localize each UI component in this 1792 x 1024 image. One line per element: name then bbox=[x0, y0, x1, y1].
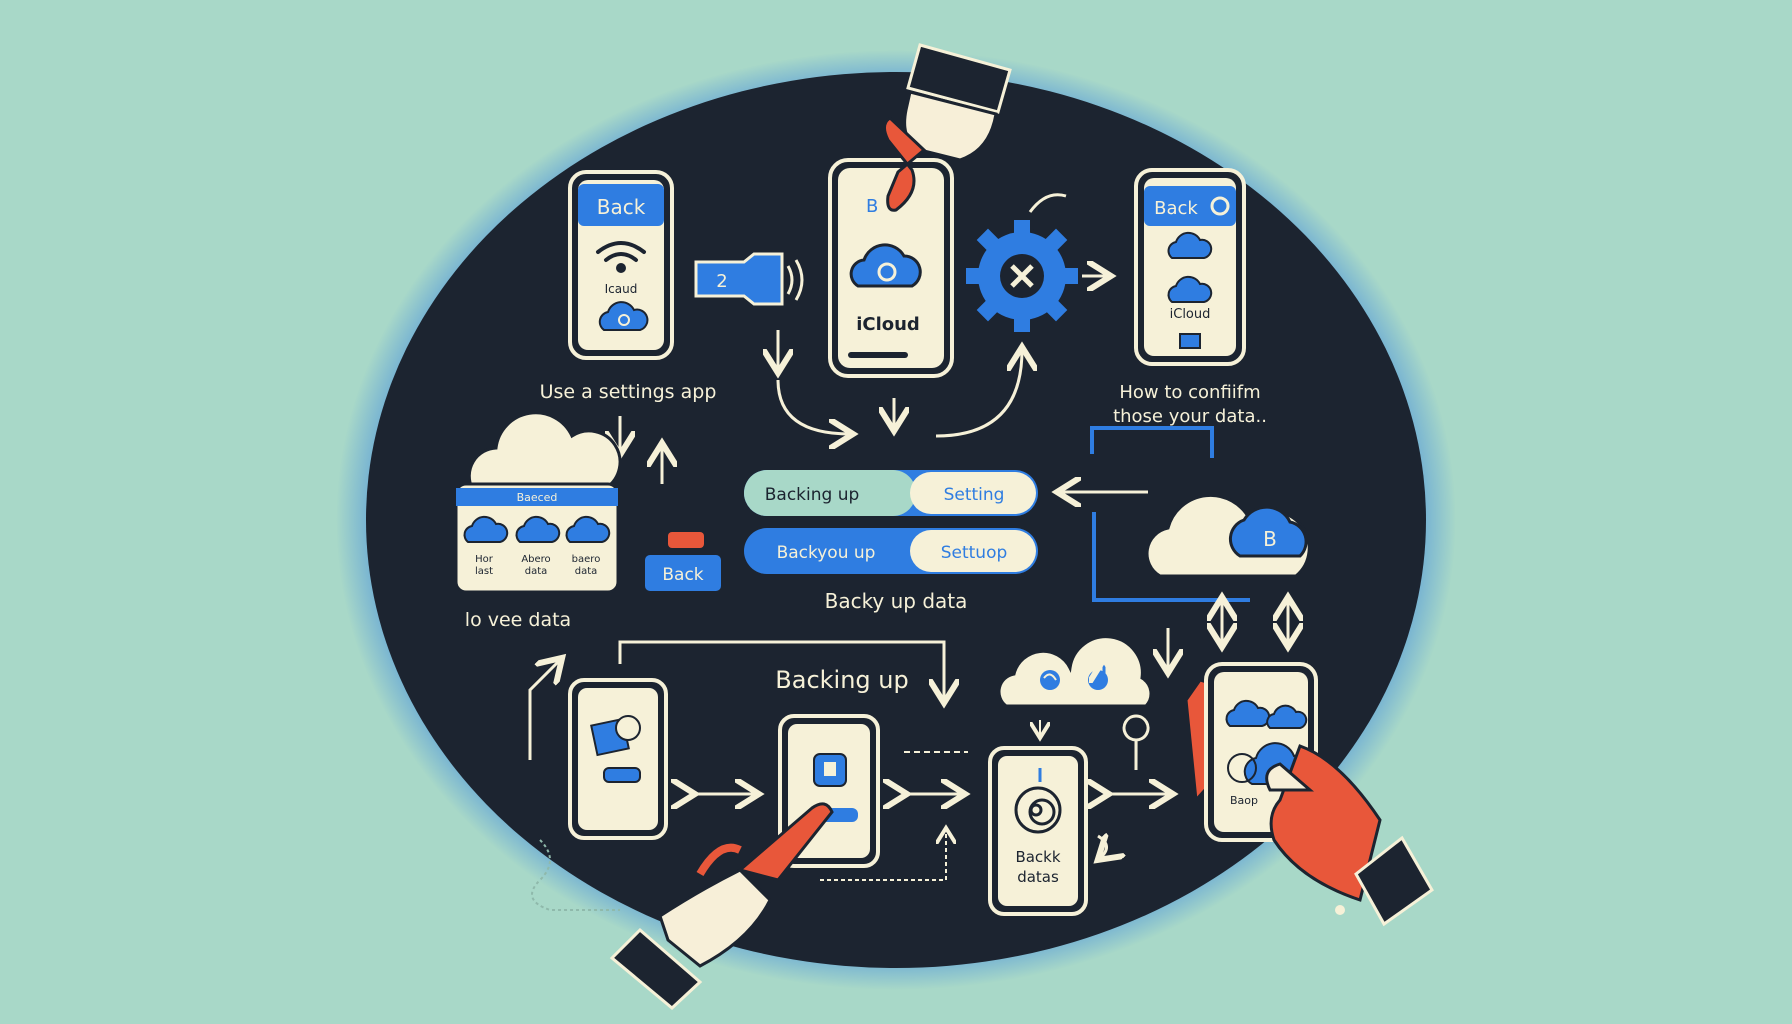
swirl-icon bbox=[1014, 786, 1062, 834]
arrow-left-up bbox=[528, 660, 560, 760]
confirm-label-line2: those your data.. bbox=[1113, 406, 1267, 427]
cloud-browser-card[interactable]: Baeced Hor last Abero data baero data bbox=[454, 411, 622, 594]
cloud-icon bbox=[463, 515, 509, 543]
holding-hand-icon bbox=[1265, 744, 1434, 927]
settings-app-label: Use a settings app bbox=[540, 381, 717, 403]
phone-caption: Icaud bbox=[605, 282, 638, 296]
cloud-badge: B bbox=[1263, 527, 1277, 551]
cloud-storage: B bbox=[1090, 426, 1311, 602]
card-item-line2: data bbox=[575, 566, 598, 577]
card-item-line1: Hor bbox=[475, 554, 494, 565]
rose-icon bbox=[590, 715, 641, 757]
cloud-icon bbox=[598, 301, 649, 331]
phone-settings[interactable]: Back Icaud bbox=[568, 170, 674, 360]
card-item-line2: last bbox=[475, 566, 493, 577]
phone-header-label: Back bbox=[1154, 198, 1198, 219]
phone-header-label: B bbox=[866, 196, 878, 217]
card-header: Baeced bbox=[517, 491, 558, 504]
refresh-icon bbox=[1210, 196, 1230, 216]
arrow-loop-top bbox=[618, 640, 944, 700]
phone-header-label: Back bbox=[597, 195, 646, 219]
pointing-hand-bottom-icon bbox=[609, 802, 834, 1010]
card-item-line2: data bbox=[525, 566, 548, 577]
phone-icloud[interactable]: B iCloud bbox=[828, 158, 954, 378]
cloud-icon bbox=[515, 515, 561, 543]
refresh-icon bbox=[1098, 836, 1107, 858]
phone-backup-datas[interactable]: Backk datas bbox=[988, 746, 1088, 916]
card-item-line1: baero bbox=[572, 554, 601, 565]
flow-arrows-right bbox=[1168, 600, 1288, 670]
wifi-icon bbox=[596, 241, 646, 273]
card-item-line1: Abero bbox=[521, 554, 550, 565]
back-button-label: Back bbox=[662, 565, 703, 585]
cloud-icon bbox=[1167, 275, 1213, 303]
toggle-left-label: Backyou up bbox=[777, 543, 876, 563]
back-button[interactable]: Back bbox=[643, 532, 723, 593]
phone-caption-line1: Backk bbox=[1015, 848, 1060, 866]
action-pill bbox=[603, 767, 641, 783]
toggle-left-label: Backing up bbox=[765, 485, 860, 505]
toggle-backyou-up[interactable]: Backyou up Settuop bbox=[744, 528, 1038, 574]
cloud-icon bbox=[1266, 704, 1308, 729]
phone-caption-line2: datas bbox=[1017, 868, 1059, 886]
backing-up-title: Backing up bbox=[775, 666, 908, 694]
backup-data-label: Backy up data bbox=[825, 589, 968, 613]
usb-badge: 2 bbox=[716, 271, 727, 292]
small-tag-icon bbox=[668, 532, 704, 548]
usb-plug-icon: 2 bbox=[694, 252, 804, 306]
toggle-right-label: Setting bbox=[944, 485, 1005, 505]
arrow-dashed bbox=[820, 830, 946, 881]
toggle-right-label: Settuop bbox=[941, 543, 1008, 563]
cloud-icon bbox=[849, 243, 922, 288]
cloud-icon bbox=[565, 515, 611, 543]
phone-held[interactable]: Baop bbox=[1184, 662, 1318, 842]
gear-icon bbox=[966, 193, 1078, 332]
small-cloud-pair bbox=[997, 635, 1153, 736]
phone-caption: Baop bbox=[1230, 794, 1258, 807]
pointing-hand-top-icon bbox=[883, 43, 1012, 212]
location-pin-icon bbox=[1122, 714, 1150, 771]
phone-confirm[interactable]: Back iCloud bbox=[1134, 168, 1246, 366]
cloud-icon bbox=[1167, 231, 1213, 259]
toggle-backing-up[interactable]: Backing up Setting bbox=[744, 470, 1038, 516]
phone-caption: iCloud bbox=[856, 314, 920, 335]
view-data-label: lo vee data bbox=[465, 609, 571, 631]
flow-arrows-top bbox=[620, 330, 1022, 484]
phone-caption: iCloud bbox=[1170, 307, 1211, 322]
phone-view-data[interactable] bbox=[568, 678, 668, 840]
confirm-label-line1: How to confiifm bbox=[1119, 382, 1260, 403]
gem-icon bbox=[1179, 333, 1201, 349]
